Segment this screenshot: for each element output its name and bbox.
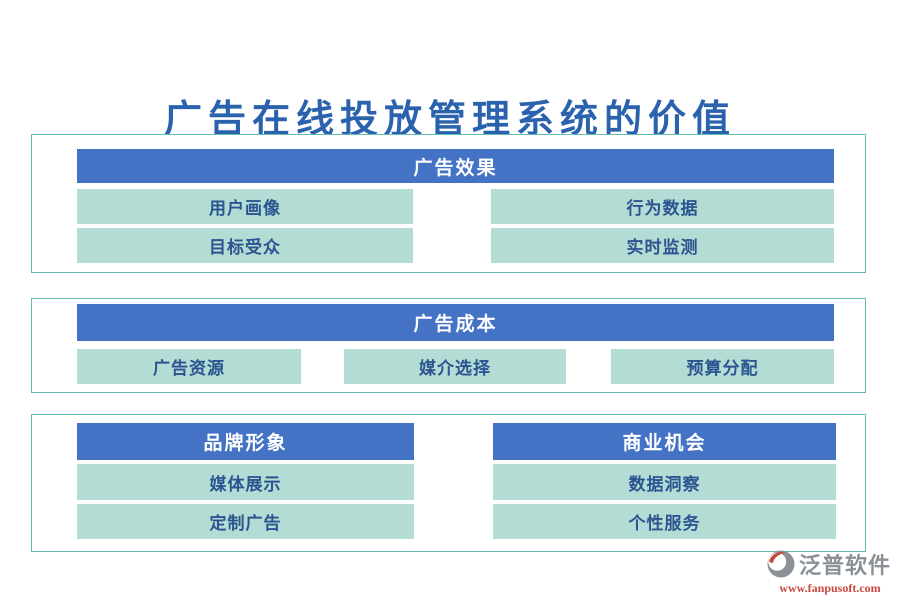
diagram-box-behavior-data: 行为数据 <box>491 189 834 224</box>
brand-watermark: 泛普软件 www.fanpusoft.com <box>765 548 895 596</box>
diagram-box-media-selection: 媒介选择 <box>344 349 566 384</box>
section-header-business-opportunity: 商业机会 <box>493 423 836 460</box>
section-ad-effect: 广告效果 用户画像 行为数据 目标受众 实时监测 <box>31 134 866 273</box>
diagram-box-target-audience: 目标受众 <box>77 228 413 263</box>
diagram-box-user-profile: 用户画像 <box>77 189 413 224</box>
section-header-ad-effect: 广告效果 <box>77 149 834 183</box>
brand-url: www.fanpusoft.com <box>779 581 881 595</box>
diagram-box-realtime-monitor: 实时监测 <box>491 228 834 263</box>
brand-name: 泛普软件 <box>799 553 892 578</box>
section-ad-cost: 广告成本 广告资源 媒介选择 预算分配 <box>31 298 866 393</box>
fanpu-logo-icon <box>767 550 795 578</box>
diagram-box-personal-service: 个性服务 <box>493 504 836 539</box>
section-brand-and-business: 品牌形象 商业机会 媒体展示 定制广告 数据洞察 个性服务 <box>31 414 866 552</box>
section-header-ad-cost: 广告成本 <box>77 304 834 341</box>
diagram-box-data-insight: 数据洞察 <box>493 464 836 500</box>
section-header-brand-image: 品牌形象 <box>77 423 414 460</box>
diagram-box-custom-ads: 定制广告 <box>77 504 414 539</box>
diagram-box-media-display: 媒体展示 <box>77 464 414 500</box>
diagram-box-ad-resources: 广告资源 <box>77 349 301 384</box>
diagram-box-budget-allocation: 预算分配 <box>611 349 834 384</box>
